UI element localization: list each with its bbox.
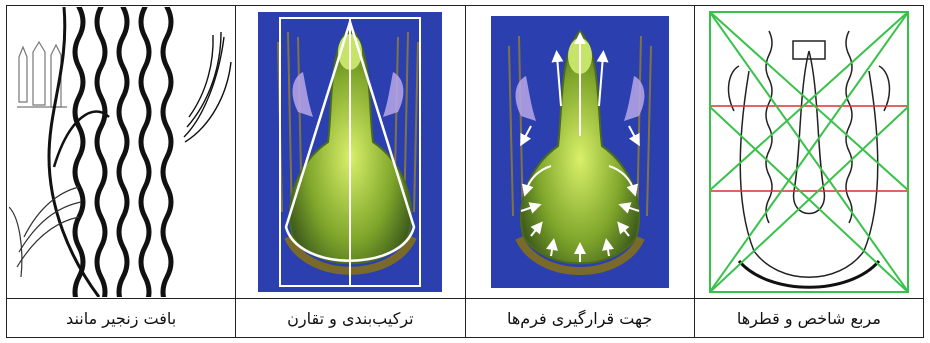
panel-index-square: [694, 6, 923, 299]
caption-composition-symmetry: ترکیب‌بندی و تقارن: [236, 299, 465, 338]
panel-chain-texture: [7, 6, 236, 299]
chain-texture-image: [9, 7, 234, 297]
panel-form-direction: [465, 6, 694, 299]
image-row: [7, 6, 924, 299]
chain-texture-drawing: [9, 7, 234, 297]
index-square-image: [709, 11, 909, 293]
form-direction-image: [491, 16, 669, 288]
form-direction-drawing: [491, 16, 669, 288]
caption-form-direction: جهت قرارگیری فرم‌ها: [465, 299, 694, 338]
index-square-drawing: [709, 11, 909, 293]
caption-chain-texture: بافت زنجیر مانند: [7, 299, 236, 338]
caption-index-square: مربع شاخص و قطرها: [694, 299, 923, 338]
caption-row: بافت زنجیر مانند ترکیب‌بندی و تقارن جهت …: [7, 299, 924, 338]
panel-composition-symmetry: [236, 6, 465, 299]
composition-image: [258, 12, 442, 292]
composition-drawing: [258, 12, 442, 292]
figure-table: بافت زنجیر مانند ترکیب‌بندی و تقارن جهت …: [6, 5, 924, 338]
